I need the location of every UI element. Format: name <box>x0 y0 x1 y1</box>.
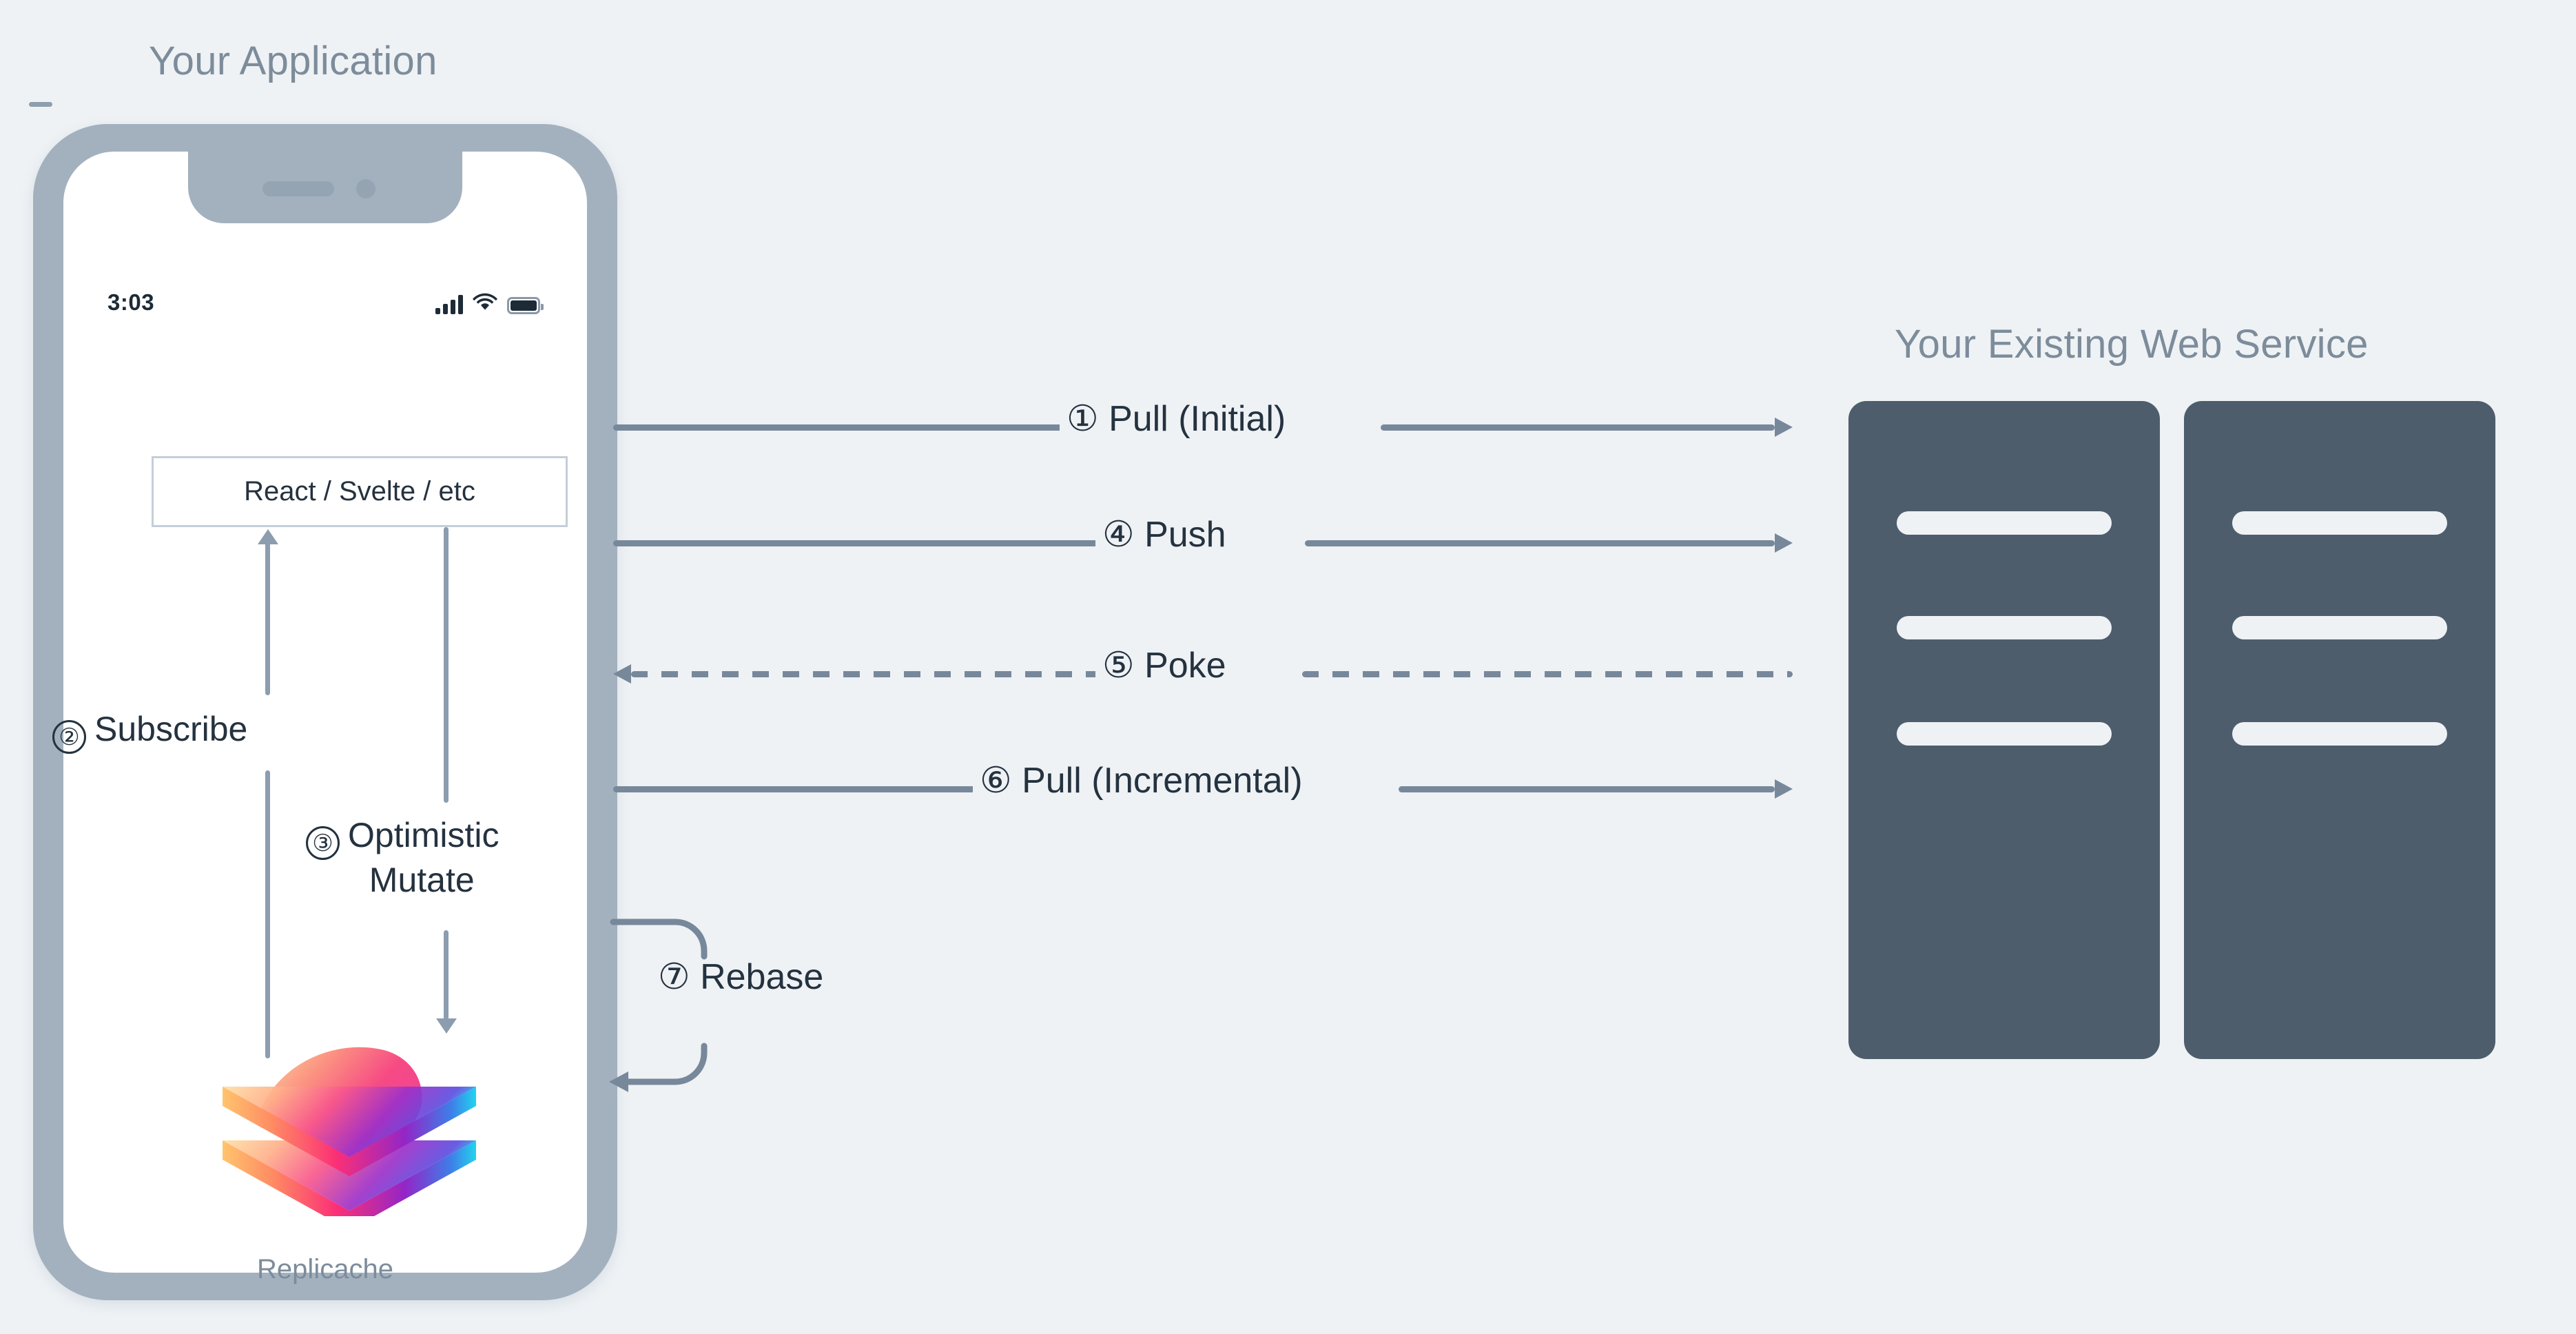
subscribe-arrow-line-upper <box>265 542 270 695</box>
arrow-line <box>1381 424 1775 431</box>
arrowhead-right <box>1775 779 1793 799</box>
arrow-line <box>1305 540 1775 546</box>
arrow-label-rebase: ⑦ Rebase <box>658 957 824 997</box>
wifi-icon <box>473 291 497 314</box>
framework-box[interactable]: React / Svelte / etc <box>152 456 568 527</box>
phone-volume-button <box>29 102 52 107</box>
arrowhead-right <box>1775 533 1793 553</box>
arrow-poke: ⑤ Poke <box>613 645 1793 688</box>
arrow-line <box>1399 786 1775 792</box>
step-number-2: ② <box>52 720 86 754</box>
server-rack-right <box>2184 401 2495 1059</box>
arrowhead-left <box>613 664 631 684</box>
arrow-pull-initial: ① Pull (Initial) <box>613 398 1793 441</box>
page-title-your-application: Your Application <box>149 39 437 83</box>
server-bar <box>1897 722 2112 746</box>
mutate-arrow-line-lower <box>444 930 449 1020</box>
rebase-loop-arrow <box>609 919 708 1092</box>
server-bar <box>1897 616 2112 639</box>
step-text-optimistic: Optimistic <box>348 816 499 854</box>
page-title-web-service: Your Existing Web Service <box>1895 322 2369 367</box>
arrow-line <box>613 424 1068 431</box>
speaker-icon <box>262 181 334 196</box>
signal-bars-icon <box>435 295 463 314</box>
status-bar-icons <box>435 289 544 314</box>
server-rack-left <box>1848 401 2160 1059</box>
camera-icon <box>356 179 375 198</box>
subscribe-arrow-line-lower <box>265 770 270 1058</box>
arrow-label-poke: ⑤ Poke <box>1095 645 1233 686</box>
server-bar <box>2232 722 2447 746</box>
replicache-logo <box>200 1037 501 1230</box>
replicache-caption: Replicache <box>257 1254 393 1284</box>
framework-box-label: React / Svelte / etc <box>244 476 475 506</box>
step-number-3: ③ <box>306 826 340 860</box>
server-bar <box>2232 511 2447 535</box>
mutate-arrowhead <box>436 1018 457 1034</box>
arrow-label-pull-initial: ① Pull (Initial) <box>1060 398 1293 440</box>
subscribe-arrowhead <box>258 529 278 544</box>
arrow-line-dashed <box>1302 671 1793 677</box>
battery-icon <box>507 297 544 314</box>
step-text-subscribe: Subscribe <box>94 710 248 748</box>
arrowhead-right <box>1775 418 1793 437</box>
arrow-line-dashed <box>631 671 1106 677</box>
arrow-push: ④ Push <box>613 514 1793 557</box>
arrow-pull-incremental: ⑥ Pull (Incremental) <box>613 760 1793 803</box>
arrow-label-push: ④ Push <box>1095 514 1233 555</box>
server-bar <box>2232 616 2447 639</box>
arrow-line <box>613 540 1105 546</box>
arrow-line <box>613 786 981 792</box>
arrow-label-pull-incremental: ⑥ Pull (Incremental) <box>973 760 1310 801</box>
server-bar <box>1897 511 2112 535</box>
mutate-arrow-line-upper <box>444 527 449 803</box>
step-text-mutate: Mutate <box>369 861 475 899</box>
phone-notch <box>188 152 462 223</box>
status-bar-time: 3:03 <box>107 289 155 315</box>
